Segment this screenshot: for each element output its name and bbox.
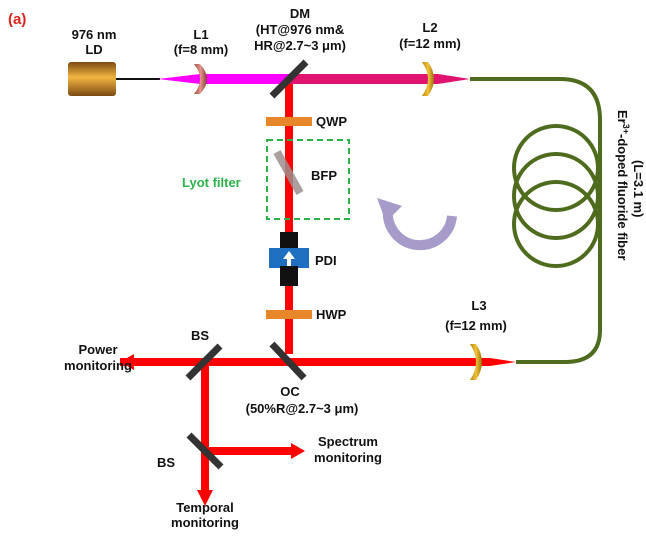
polarization-dependent-isolator [269, 232, 309, 286]
half-wave-plate [266, 310, 312, 319]
ld-label-line2: LD [85, 42, 102, 57]
pdi-label: PDI [315, 253, 337, 268]
fiber-label-line2: (L=3.1 m) [631, 160, 646, 217]
laser-diode [68, 62, 160, 96]
fiber-label-line1: Er3+-doped fluoride fiber [615, 110, 631, 260]
circulation-arrow-icon [377, 198, 457, 251]
pump-beam [200, 74, 288, 84]
fiber-coil-2 [512, 152, 600, 240]
lens-l3 [470, 344, 482, 380]
lens-l1 [194, 64, 207, 94]
power-output-arrow [120, 354, 134, 370]
l3-focal-label: (f=12 mm) [445, 318, 507, 333]
beam-splitter-bottom [186, 432, 224, 470]
isolator-bottom-block [280, 266, 298, 286]
pump-signal-overlap-beam [288, 74, 418, 84]
l1-focal-label: (f=8 mm) [174, 42, 229, 57]
bs-bottom-label: BS [157, 455, 175, 470]
laser-diode-body [68, 62, 116, 96]
er-doped-fiber [470, 77, 602, 364]
bfp-label: BFP [311, 168, 337, 183]
figure-label: (a) [8, 11, 26, 28]
output-coupler [269, 341, 307, 381]
spectrum-output-arrow [291, 443, 305, 459]
spectrum-monitoring-line2: monitoring [314, 450, 382, 465]
temporal-monitoring-line1: Temporal [176, 500, 234, 515]
birefringent-filter-plate [273, 150, 304, 195]
l2-focal-label: (f=12 mm) [399, 36, 461, 51]
pump-beam-taper [158, 74, 200, 84]
power-monitoring-line2: monitoring [64, 358, 132, 373]
qwp-label: QWP [316, 114, 347, 129]
l1-label: L1 [193, 27, 208, 42]
dichroic-mirror [269, 59, 309, 99]
focused-beam-l3 [480, 358, 516, 366]
bs-top-label: BS [191, 328, 209, 343]
l2-label: L2 [422, 20, 437, 35]
spectrum-monitoring-line1: Spectrum [318, 434, 378, 449]
fiber-coil-1 [512, 124, 600, 212]
quarter-wave-plate [266, 117, 312, 126]
temporal-output-arrow [197, 490, 213, 506]
isolator-top-block [280, 232, 298, 250]
cavity-beam-horizontal [120, 358, 480, 366]
focused-beam-l2 [418, 74, 470, 84]
lyot-filter-box [266, 139, 350, 220]
lyot-filter-label: Lyot filter [182, 175, 241, 190]
hwp-label: HWP [316, 307, 347, 322]
ld-label-line1: 976 nm [72, 27, 117, 42]
fiber-label-group: Er3+-doped fluoride fiber (L=3.1 m) [615, 110, 646, 260]
spectrum-beam [209, 447, 295, 455]
beam-splitter-top [185, 343, 223, 381]
lens-l2 [422, 62, 434, 96]
isolator-up-arrow-icon [283, 251, 295, 266]
fiber-path [470, 77, 602, 364]
dm-spec-line1: (HT@976 nm& [256, 22, 345, 37]
temporal-monitoring-line2: monitoring [171, 515, 239, 530]
oc-spec-label: (50%R@2.7~3 μm) [246, 401, 359, 416]
oc-label: OC [280, 384, 300, 399]
fiber-coil-3 [512, 180, 600, 268]
monitor-beam-vertical [201, 366, 209, 496]
dm-spec-line2: HR@2.7~3 μm) [254, 38, 346, 53]
power-monitoring-line1: Power [78, 342, 117, 357]
l3-label: L3 [471, 298, 486, 313]
dm-label: DM [290, 6, 310, 21]
